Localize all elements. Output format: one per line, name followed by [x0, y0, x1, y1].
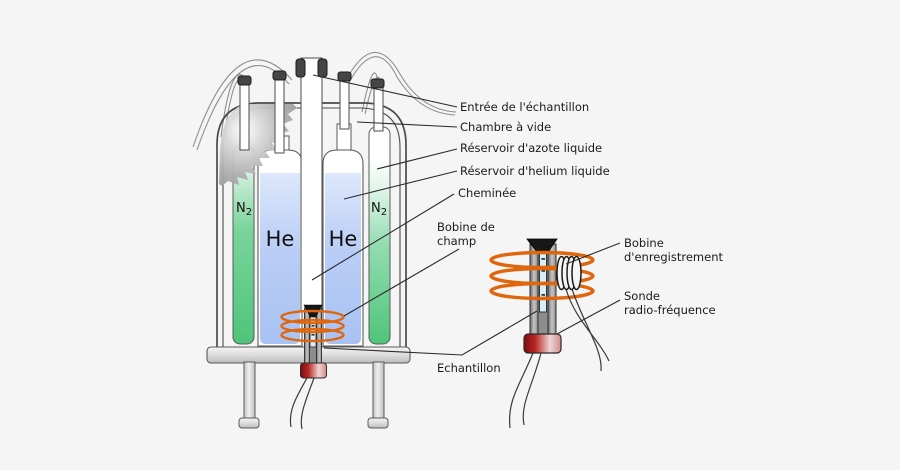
inlet-tube-1 — [239, 79, 250, 151]
vapor-tube-right-large — [340, 51, 457, 116]
rf-probe-block — [300, 362, 327, 379]
detail-rf-probe-block — [523, 333, 562, 354]
leader-chimney — [311, 193, 455, 281]
probe-wire-2 — [300, 377, 315, 430]
inlet-tube-2-cap — [272, 70, 287, 81]
label-field-coil-line1: Bobine de — [437, 220, 495, 234]
platform-leg-left — [243, 361, 256, 421]
leader-helium — [343, 170, 458, 200]
probe-assembly — [280, 304, 345, 430]
chimney-cap-left — [295, 58, 306, 78]
label-recording-coil-line1: Bobine — [624, 236, 664, 250]
detail-coil-wire-1 — [565, 288, 610, 362]
chimney-tube — [300, 57, 323, 312]
detail-sample-mark-2 — [541, 270, 545, 272]
detail-recording-coil-loop-4 — [571, 255, 582, 291]
label-nitrogen-right: N2 — [371, 201, 387, 218]
leader-vacuum-chamber — [356, 121, 458, 128]
probe-wire-1 — [289, 377, 308, 428]
sample-mark-2 — [311, 334, 315, 336]
detail-probe-bar-left — [529, 243, 539, 337]
label-recording-coil-line2: d'enregistrement — [624, 250, 723, 264]
label-vacuum-chamber: Chambre à vide — [460, 120, 551, 134]
detail-field-coil-ring-3 — [489, 281, 595, 301]
leader-rf-probe — [556, 299, 621, 335]
labels: Entrée de l'échantillon Chambre à vide R… — [236, 100, 723, 375]
label-chimney: Cheminée — [458, 186, 516, 200]
nitrogen-reservoir-right — [368, 126, 391, 345]
helium-liquid-right — [325, 173, 361, 344]
label-helium-right: He — [329, 227, 358, 251]
leader-recording-coil — [565, 242, 621, 265]
helium-flask-right — [322, 123, 364, 347]
detail-probe-wire-1 — [508, 352, 534, 429]
label-nitrogen-left: N2 — [236, 201, 252, 218]
label-field-coil-line2: champ — [437, 234, 476, 248]
label-rf-probe-line2: radio-fréquence — [624, 303, 716, 317]
probe-detail — [489, 238, 610, 429]
detail-probe-bar-right — [547, 243, 557, 337]
label-helium-left: He — [266, 227, 295, 251]
nitrogen-left-sub: 2 — [246, 207, 252, 218]
label-nitrogen-reservoir: Réservoir d'azote liquide — [460, 141, 602, 155]
leader-field-coil — [343, 248, 460, 317]
nitrogen-left-base: N — [236, 201, 246, 216]
platform-leg-right — [372, 361, 385, 421]
chimney-cap-right — [317, 58, 328, 78]
leader-nitrogen — [376, 148, 458, 170]
probe-bar-right — [316, 307, 322, 364]
platform-foot-right — [367, 417, 389, 429]
label-rf-probe-line1: Sonde — [624, 289, 660, 303]
inlet-tube-4 — [339, 75, 350, 130]
field-coil-ring-1 — [280, 309, 345, 325]
leader-lines — [311, 74, 621, 356]
probe-bar-left — [304, 307, 310, 364]
leader-sample — [323, 310, 538, 356]
nitrogen-right-sub: 2 — [381, 207, 387, 218]
label-sample: Echantillon — [437, 361, 501, 375]
cryostat-vessel — [216, 57, 407, 347]
detail-sample-mark-4 — [541, 294, 545, 296]
detail-coil-wire-2 — [571, 288, 602, 372]
field-coil-ring-3 — [280, 327, 345, 343]
label-helium-reservoir: Réservoir d'helium liquide — [460, 164, 610, 178]
helium-liquid-left — [260, 173, 300, 344]
nitrogen-right-base: N — [371, 201, 381, 216]
inlet-tube-4-cap — [337, 71, 352, 82]
inlet-tube-5-cap — [370, 78, 385, 89]
detail-probe-wire-2 — [522, 352, 542, 426]
platform-foot-left — [238, 417, 260, 429]
detail-sample-mark-1 — [541, 258, 545, 260]
leader-sample-inlet — [312, 74, 458, 108]
sample-mark-1 — [311, 325, 315, 327]
label-sample-inlet: Entrée de l'échantillon — [460, 100, 589, 114]
field-coil-ring-2 — [280, 318, 345, 334]
inlet-tube-2 — [274, 74, 285, 154]
inlet-tube-1-cap — [237, 75, 252, 86]
